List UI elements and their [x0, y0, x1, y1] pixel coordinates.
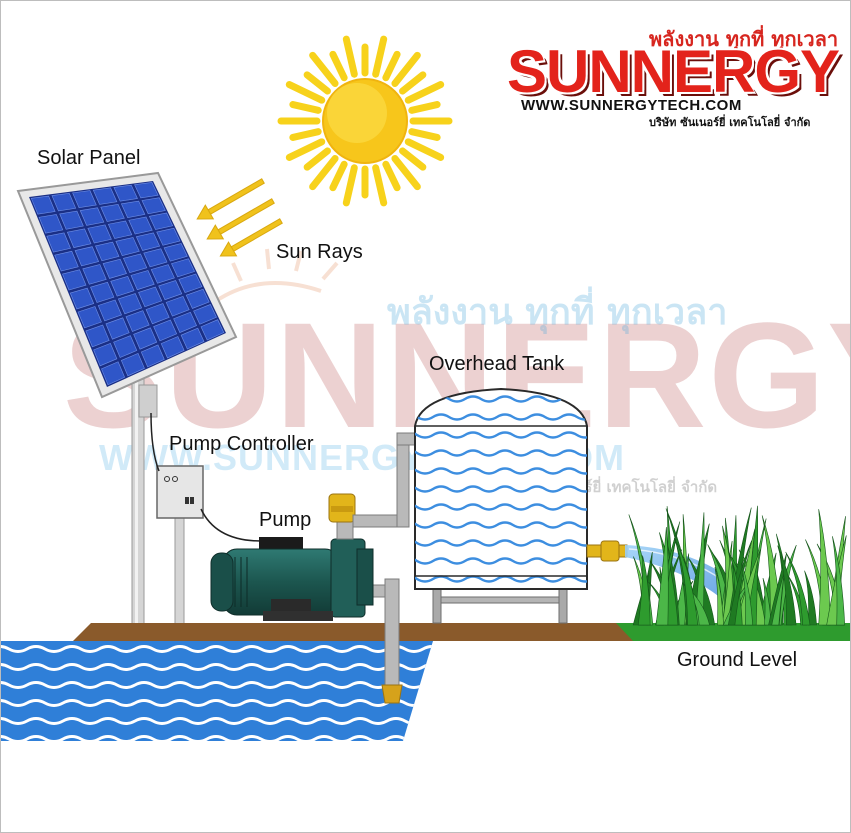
panel-wire — [150, 412, 160, 472]
discharge-pipe — [328, 432, 424, 540]
controller-pole — [174, 512, 185, 626]
water-tank-icon — [414, 387, 588, 624]
outlet-valve — [586, 540, 628, 562]
watermark-tagline: พลังงาน ทุกที่ ทุกเวลา — [387, 292, 728, 333]
logo-company: บริษัท ซันเนอร์ยี่ เทคโนโลยี่ จำกัด — [649, 116, 811, 129]
label-ground-level: Ground Level — [677, 649, 798, 671]
water-source — [1, 641, 433, 741]
water-pump-icon — [210, 537, 374, 621]
label-pump-controller: Pump Controller — [169, 433, 314, 455]
sun-ray-arrows — [196, 178, 283, 257]
foot-valve — [381, 684, 403, 704]
suction-pipe — [384, 578, 400, 686]
faint-rays — [214, 248, 339, 303]
logo-tagline: พลังงาน ทุกที่ ทุกเวลา — [649, 27, 839, 51]
sun-icon — [277, 35, 453, 207]
grass-icon — [628, 505, 847, 626]
label-pump: Pump — [259, 509, 312, 531]
label-overhead-tank: Overhead Tank — [429, 353, 565, 375]
label-sun-rays: Sun Rays — [276, 241, 363, 263]
label-solar-panel: Solar Panel — [37, 147, 141, 169]
solar-panel-icon — [16, 171, 238, 399]
pump-wire — [200, 508, 262, 542]
ground-strip — [73, 623, 641, 641]
ground-grass-strip — [616, 623, 850, 641]
logo-brand: SUNNERGY — [507, 38, 840, 105]
logo-url: WWW.SUNNERGYTECH.COM — [521, 97, 742, 114]
controller-box-icon — [156, 465, 204, 519]
